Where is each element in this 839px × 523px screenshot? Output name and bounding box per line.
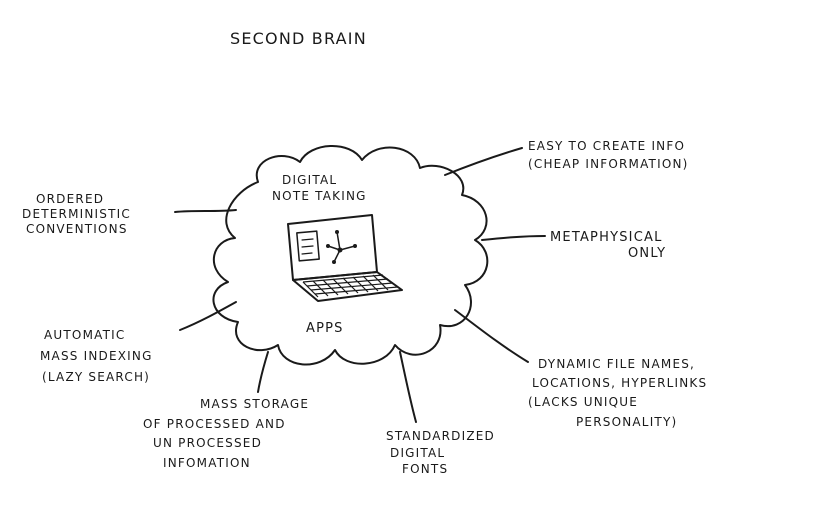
branch-easy-line-2: (CHEAP INFORMATION) <box>528 157 689 171</box>
connector-metaphysical <box>481 235 546 241</box>
branch-dynamic-line-4: PERSONALITY) <box>576 415 677 429</box>
branch-fonts-line-2: DIGITAL <box>390 446 445 460</box>
branch-storage-line-2: OF PROCESSED AND <box>143 417 286 431</box>
connector-dynamic <box>454 309 529 363</box>
branch-storage-line-4: INFOMATION <box>163 456 251 470</box>
connector-easy <box>444 147 523 176</box>
branch-storage-line-3: UN PROCESSED <box>153 436 262 450</box>
branch-dynamic-line-2: LOCATIONS, HYPERLINKS <box>532 376 707 390</box>
branch-ordered-line-3: CONVENTIONS <box>26 222 128 236</box>
branch-fonts-line-1: STANDARDIZED <box>386 429 495 443</box>
connector-fonts <box>399 351 417 423</box>
connector-ordered <box>174 209 237 213</box>
branch-ordered-line-2: DETERMINISTIC <box>22 207 131 221</box>
diagram-title: SECOND BRAIN <box>230 29 367 48</box>
center-line-2: NOTE TAKING <box>272 189 367 203</box>
connector-mass-storage <box>257 351 269 393</box>
center-line-1: DIGITAL <box>282 173 337 187</box>
branch-metaphysical-line-1: METAPHYSICAL <box>550 230 663 245</box>
branch-automatic-line-3: (LAZY SEARCH) <box>42 370 150 384</box>
connector-automatic <box>179 301 237 331</box>
branch-dynamic-line-1: DYNAMIC FILE NAMES, <box>538 357 695 371</box>
branch-ordered-line-1: ORDERED <box>36 192 104 206</box>
cloud-outline <box>212 145 489 366</box>
branch-automatic-line-2: MASS INDEXING <box>40 349 153 363</box>
network-graph-icon <box>326 230 357 264</box>
branch-metaphysical-line-2: ONLY <box>628 246 666 261</box>
laptop-icon <box>287 214 403 302</box>
center-bottom-label: APPS <box>306 321 344 336</box>
branch-automatic-line-1: AUTOMATIC <box>44 328 125 342</box>
branch-dynamic-line-3: (LACKS UNIQUE <box>528 395 638 409</box>
branch-easy-line-1: EASY TO CREATE INFO <box>528 139 685 153</box>
branch-fonts-line-3: FONTS <box>402 462 448 476</box>
branch-storage-line-1: MASS STORAGE <box>200 397 309 411</box>
